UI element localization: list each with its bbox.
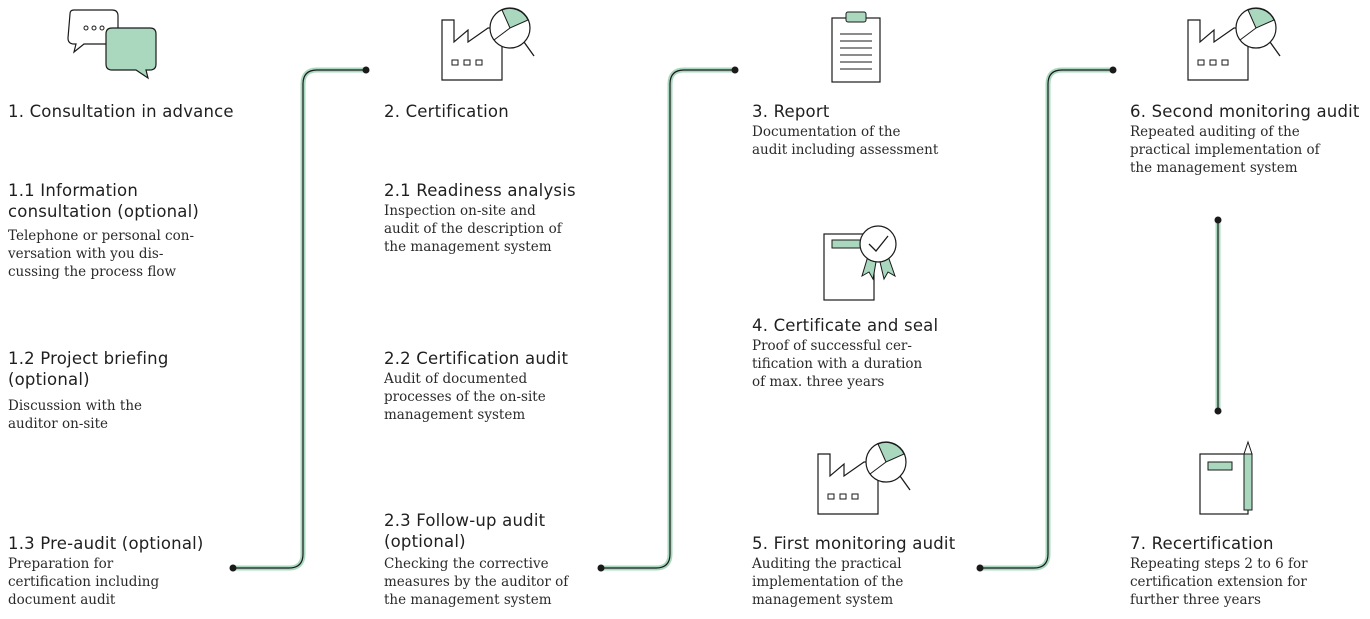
step-3-title: 3. Report (752, 102, 830, 121)
step-7-title: 7. Recertification (1130, 534, 1274, 553)
factory-magnifier-icon (441, 7, 535, 81)
step-7-desc-line2: certification extension for (1130, 574, 1307, 590)
step-4-desc-line3: of max. three years (752, 374, 885, 390)
step-5-desc-line2: implementation of the (752, 574, 904, 590)
step-2-2-title: 2.2 Certification audit (384, 349, 569, 368)
step-5-title: 5. First monitoring audit (752, 534, 956, 553)
step-2-2-desc-line2: processes of the on-site (384, 389, 546, 405)
step-3-desc-line1: Documentation of the (752, 124, 901, 140)
step-3-desc-line2: audit including assessment (752, 142, 939, 158)
certificate-ribbon-icon (823, 225, 897, 301)
speech-bubbles-icon (67, 9, 157, 80)
step-2-3-desc-line1: Checking the corrective (384, 556, 549, 572)
step-2-1-title: 2.1 Readiness analysis (384, 181, 576, 200)
step-5-desc-line1: Auditing the practical (752, 556, 902, 572)
step-2-2-desc-line1: Audit of documented (384, 371, 528, 387)
step-1-3-title: 1.3 Pre-audit (optional) (8, 534, 204, 553)
notebook-pencil-icon (1199, 440, 1253, 515)
factory-magnifier-icon (1187, 7, 1281, 81)
step-1-2-desc-line2: auditor on-site (8, 416, 109, 432)
step-6-desc-line3: the management system (1130, 160, 1298, 176)
step-1-1-desc-line1: Telephone or personal con- (8, 228, 195, 244)
step-1-1-desc-line2: versation with you dis- (8, 246, 164, 262)
step-6-title: 6. Second monitoring audit (1130, 102, 1360, 121)
step-4-desc-line1: Proof of successful cer- (752, 338, 912, 354)
step-2-3-title-line1: 2.3 Follow-up audit (384, 511, 546, 530)
step-2-1-desc-line3: the management system (384, 239, 552, 255)
step-1-1-title-line2: consultation (optional) (8, 202, 200, 221)
clipboard-icon (831, 11, 881, 83)
factory-magnifier-icon (817, 441, 911, 515)
step-2-title: 2. Certification (384, 102, 509, 121)
step-4-desc-line2: tification with a duration (752, 356, 923, 372)
step-1-2-desc-line1: Discussion with the (8, 398, 143, 414)
step-1-3-desc-line2: certification including (8, 574, 160, 590)
step-6-desc-line2: practical implementation of (1130, 142, 1320, 158)
step-5-desc-line3: management system (752, 592, 894, 608)
step-7-desc-line1: Repeating steps 2 to 6 for (1130, 556, 1308, 572)
step-1-3-desc-line1: Preparation for (8, 556, 114, 572)
step-2-1-desc-line1: Inspection on-site and (384, 203, 536, 219)
step-1-2-title-line2: (optional) (8, 370, 90, 389)
step-2-2-desc-line3: management system (384, 407, 526, 423)
step-1-1-desc-line3: cussing the process flow (8, 264, 177, 280)
connector-5-to-6 (976, 66, 1117, 572)
step-4-title: 4. Certificate and seal (752, 316, 939, 335)
step-7-desc-line3: further three years (1130, 592, 1261, 608)
step-1-2-title-line1: 1.2 Project briefing (8, 349, 169, 368)
step-2-3-desc-line2: measures by the auditor of (384, 574, 569, 590)
connector-1-to-2 (229, 66, 370, 572)
step-1-1-title-line1: 1.1 Information (8, 181, 138, 200)
step-2-3-desc-line3: the management system (384, 592, 552, 608)
connector-2-to-3 (597, 66, 739, 572)
step-2-1-desc-line2: audit of the description of (384, 221, 562, 237)
connector-6-to-7 (1214, 216, 1222, 415)
step-1-title: 1. Consultation in advance (8, 102, 234, 121)
step-2-3-title-line2: (optional) (384, 532, 466, 551)
step-6-desc-line1: Repeated auditing of the (1130, 124, 1300, 140)
step-1-3-desc-line3: document audit (8, 592, 116, 608)
